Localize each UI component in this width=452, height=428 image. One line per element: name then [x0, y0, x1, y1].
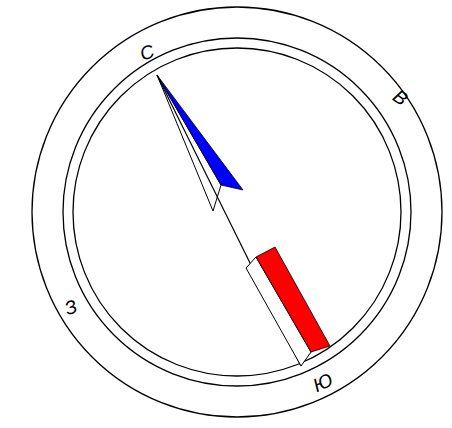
north-needle-blue	[157, 75, 243, 190]
direction-letter: З	[62, 296, 79, 318]
direction-letter: С	[137, 41, 156, 64]
direction-letter: В	[389, 86, 410, 109]
dial-inner-ring	[73, 48, 401, 376]
dial-ring	[63, 38, 411, 386]
outer-ring	[32, 7, 442, 417]
south-needle-red	[256, 247, 330, 352]
direction-letter: Ю	[310, 369, 336, 394]
